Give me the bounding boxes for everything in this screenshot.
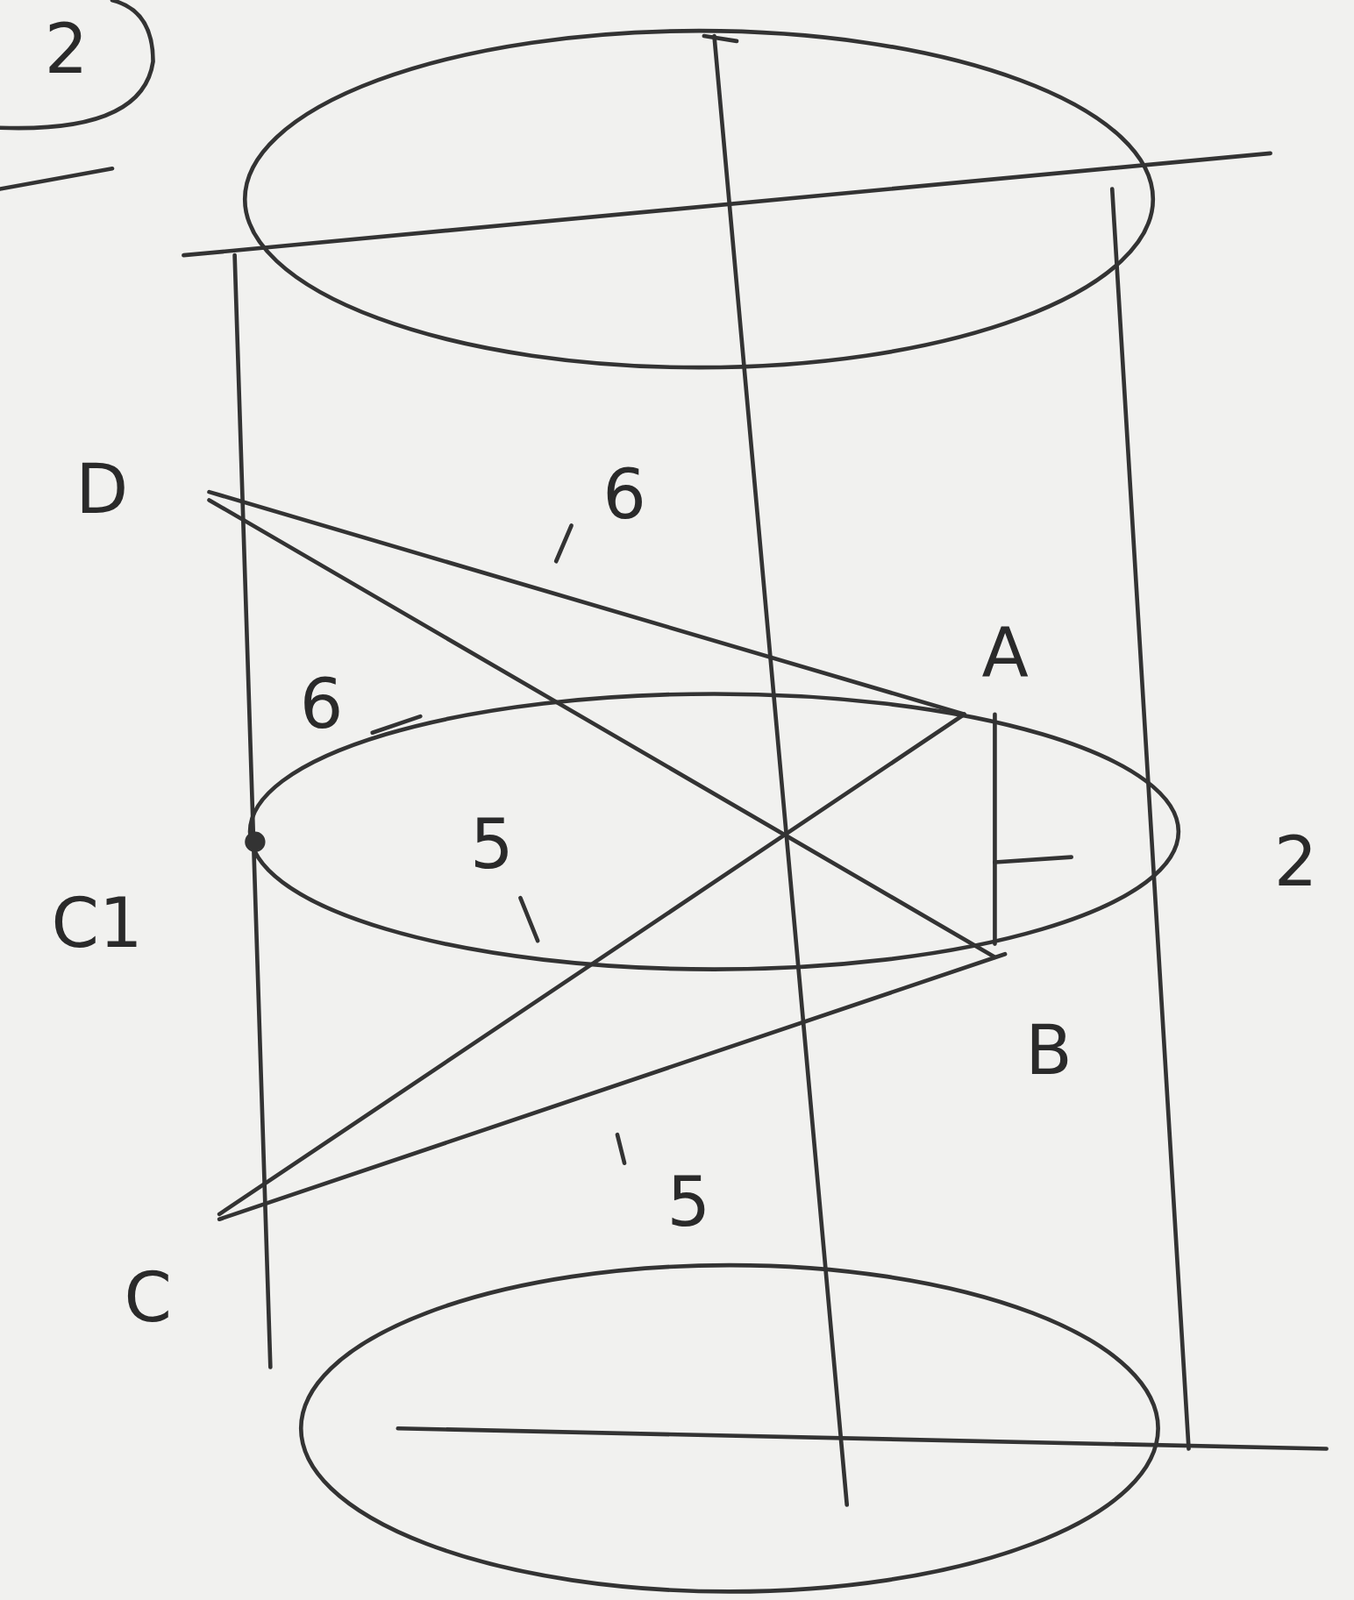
segment-db bbox=[209, 499, 996, 957]
top-base bbox=[244, 30, 1154, 368]
length-tick bbox=[617, 1134, 625, 1164]
length-tick bbox=[555, 526, 571, 563]
point-label: C bbox=[123, 1263, 172, 1333]
segment-cb bbox=[219, 954, 1005, 1220]
perp-tick bbox=[994, 857, 1071, 863]
segment-ab bbox=[992, 714, 998, 945]
axis-tick bbox=[704, 35, 737, 42]
segment-ca bbox=[219, 714, 964, 1215]
middle-section bbox=[249, 693, 1179, 970]
point-label: C1 bbox=[50, 889, 143, 958]
point-dot bbox=[244, 832, 265, 853]
length-label: 2 bbox=[1274, 827, 1319, 897]
problem-number: 2 bbox=[44, 14, 89, 84]
point-label: B bbox=[1025, 1016, 1073, 1085]
bottom-line bbox=[398, 1428, 1327, 1449]
cylinder-axis bbox=[713, 35, 847, 1505]
length-tick bbox=[520, 897, 538, 941]
length-label: 6 bbox=[602, 460, 647, 529]
dash-mark bbox=[0, 168, 113, 189]
length-label: 5 bbox=[667, 1168, 712, 1237]
point-label: D bbox=[75, 455, 129, 524]
length-label: 5 bbox=[470, 810, 514, 879]
length-label: 6 bbox=[299, 669, 344, 739]
circle-mark bbox=[0, 0, 154, 129]
point-label: A bbox=[981, 619, 1028, 688]
length-tick bbox=[372, 716, 421, 734]
